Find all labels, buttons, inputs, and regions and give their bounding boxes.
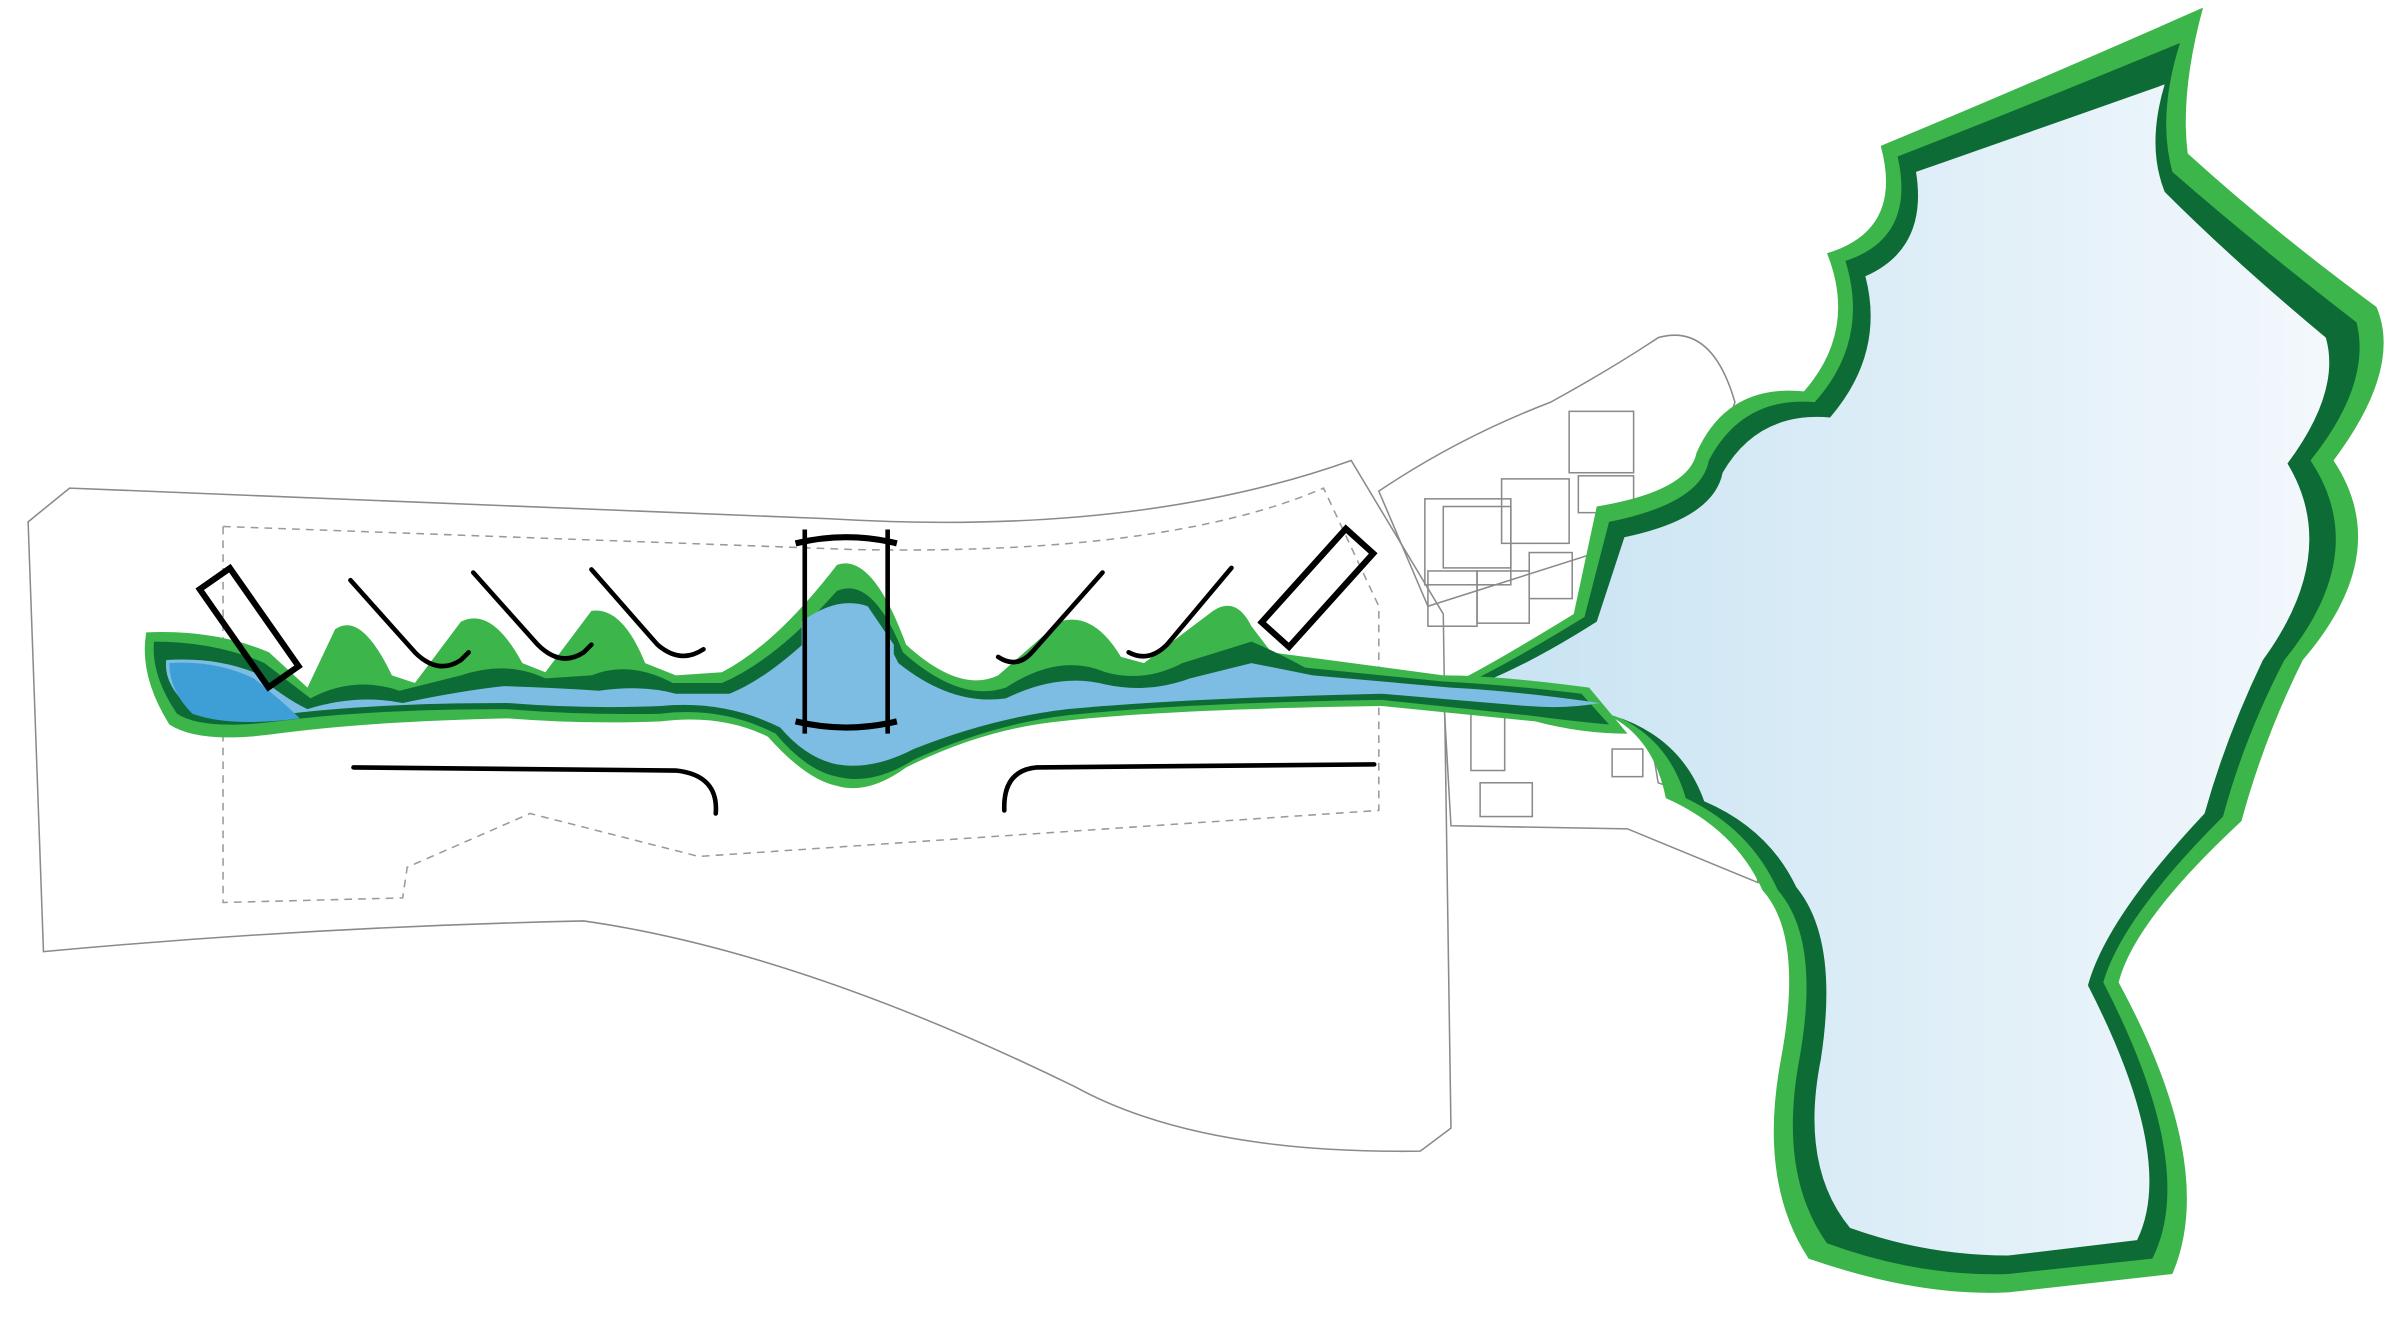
building-cluster bbox=[1424, 410, 1644, 818]
channel-water-deep bbox=[169, 662, 300, 723]
chevron-walkways bbox=[348, 565, 1234, 669]
pavilions bbox=[195, 524, 1378, 692]
upper-parcel bbox=[1377, 334, 1736, 608]
boardwalks bbox=[351, 762, 1377, 816]
pavilion-west bbox=[195, 563, 303, 692]
site-boundary bbox=[27, 459, 1452, 1153]
central-pool bbox=[801, 603, 894, 753]
boardwalk-east bbox=[1001, 762, 1377, 813]
pavilion-east bbox=[1257, 524, 1378, 652]
footbridge bbox=[794, 529, 898, 734]
boardwalk-west bbox=[351, 765, 719, 816]
inner-dashed-boundary bbox=[222, 487, 1380, 904]
lake bbox=[1450, 84, 2330, 1256]
